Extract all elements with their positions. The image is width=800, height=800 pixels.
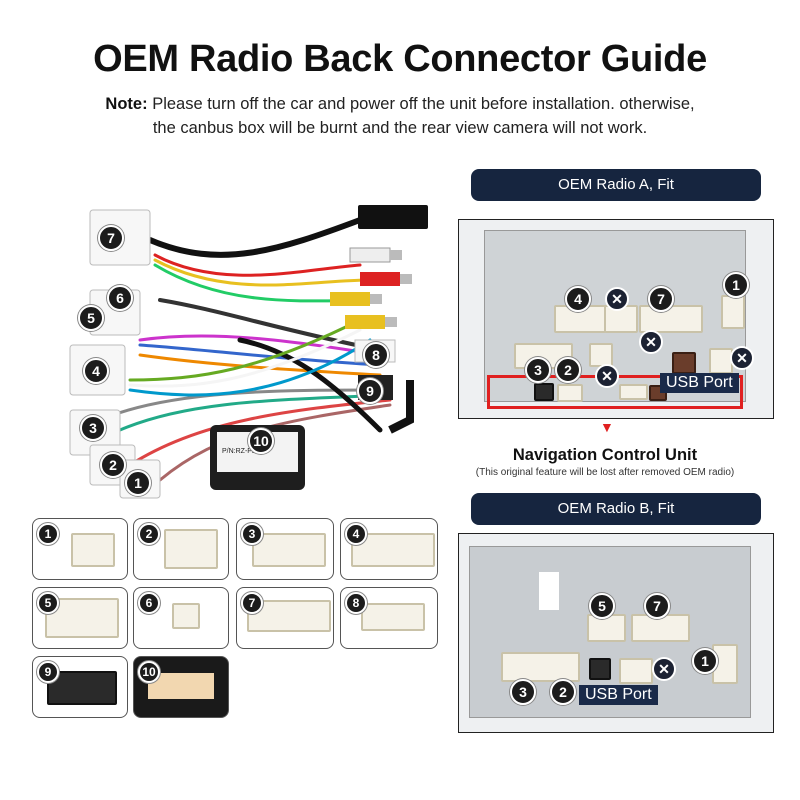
note-line-1: Please turn off the car and power off th… [152, 95, 695, 113]
harness-badge-8: 8 [363, 342, 389, 368]
note-label: Note: [105, 95, 148, 113]
nav-connector-3 [619, 384, 648, 400]
harness-badge-2: 2 [100, 452, 126, 478]
radio-a-badge-2: 2 [555, 357, 581, 383]
installation-note: Note: Please turn off the car and power … [0, 92, 800, 140]
tile-7: 7 [236, 587, 334, 649]
radio-a-badge-4: 4 [565, 286, 591, 312]
note-line-2: the canbus box will be burnt and the rea… [152, 119, 648, 137]
harness-badge-7: 7 [98, 225, 124, 251]
radio-a-usb-label: USB Port [660, 373, 739, 393]
radio-a-x-4: ✕ [730, 346, 754, 370]
radio-a-x-1: ✕ [605, 287, 629, 311]
harness-svg: P/N:RZ-F1024 [69, 205, 428, 499]
radio-a-x-3: ✕ [595, 364, 619, 388]
nav-connector-2 [557, 384, 583, 402]
tile-1: 1 [32, 518, 128, 580]
tile-2: 2 [133, 518, 229, 580]
tile-badge-8: 8 [345, 592, 367, 614]
radio-b-badge-7: 7 [644, 593, 670, 619]
tile-4: 4 [340, 518, 438, 580]
radio-a-badge-1: 1 [723, 272, 749, 298]
tile-badge-4: 4 [345, 523, 367, 545]
canbus-label: P/N:RZ-F1024 [222, 448, 267, 455]
harness-badge-9: 9 [357, 378, 383, 404]
radio-b-photo: 5 7 1 3 2 ✕ USB Port [458, 533, 774, 733]
harness-badge-4: 4 [83, 358, 109, 384]
radio-b-x: ✕ [652, 657, 676, 681]
harness-badge-1: 1 [125, 470, 151, 496]
radio-a-connector-1 [721, 295, 745, 329]
harness-badge-5: 5 [78, 305, 104, 331]
harness-badge-3: 3 [80, 415, 106, 441]
radio-a-connector-7 [639, 305, 703, 333]
radio-b-connector-x [619, 658, 653, 684]
radio-a-photo: 1 4 7 3 2 ✕ ✕ ✕ ✕ USB Port [458, 219, 774, 419]
radio-a-badge-3: 3 [525, 357, 551, 383]
radio-a-pill: OEM Radio A, Fit [471, 169, 761, 201]
tile-badge-1: 1 [37, 523, 59, 545]
tile-3: 3 [236, 518, 334, 580]
harness-usb-plug [358, 205, 428, 229]
radio-b-badge-2: 2 [550, 679, 576, 705]
tile-badge-7: 7 [241, 592, 263, 614]
tile-10: 10 [133, 656, 229, 718]
radio-b-pill: OEM Radio B, Fit [471, 493, 761, 525]
harness-badge-10: 10 [248, 428, 274, 454]
tile-badge-9: 9 [37, 661, 59, 683]
tile-badge-5: 5 [37, 592, 59, 614]
harness-badge-6: 6 [107, 285, 133, 311]
radio-a-connector-brown [672, 352, 696, 374]
nav-unit-subtitle: (This original feature will be lost afte… [475, 467, 735, 478]
radio-b-usb-label: USB Port [579, 685, 658, 705]
page-title: OEM Radio Back Connector Guide [93, 38, 707, 80]
radio-b-badge-3: 3 [510, 679, 536, 705]
tile-9: 9 [32, 656, 128, 718]
radio-b-badge-1: 1 [692, 648, 718, 674]
tile-badge-10: 10 [138, 661, 160, 683]
nav-unit-title: Navigation Control Unit [512, 446, 698, 464]
wire-bundle [98, 217, 392, 482]
radio-a-badge-7: 7 [648, 286, 674, 312]
harness-illustration: P/N:RZ-F1024 7 6 5 4 3 2 1 8 9 10 [60, 180, 460, 510]
nav-connector-1 [534, 383, 554, 401]
tile-badge-6: 6 [138, 592, 160, 614]
tile-6: 6 [133, 587, 229, 649]
radio-b-connector-3-2 [501, 652, 580, 682]
radio-b-badge-5: 5 [589, 593, 615, 619]
nav-arrow-icon: ▼ [600, 419, 614, 435]
tile-badge-3: 3 [241, 523, 263, 545]
tile-8: 8 [340, 587, 438, 649]
radio-a-x-2: ✕ [639, 330, 663, 354]
tile-badge-2: 2 [138, 523, 160, 545]
rca-plugs [330, 247, 412, 329]
radio-b-usb-connector [589, 658, 611, 680]
radio-b-sticker [539, 572, 559, 610]
tile-5: 5 [32, 587, 128, 649]
